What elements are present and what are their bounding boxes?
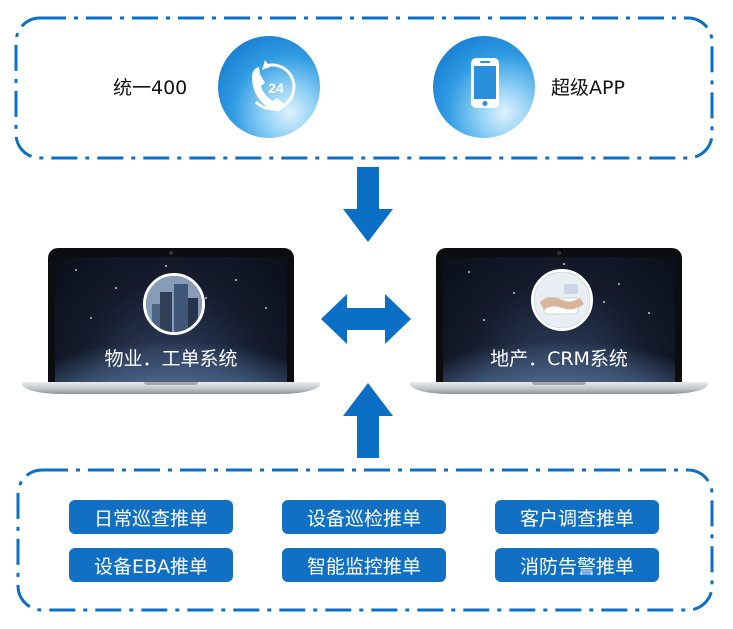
arrow-up-icon: [343, 383, 393, 458]
laptop-crm-system: 地产．CRM系统: [410, 248, 708, 396]
push-item-daily-inspection: 日常巡查推单: [69, 500, 233, 534]
handshake-icon: [531, 269, 593, 331]
crm-system-title: 地产．CRM系统: [490, 348, 628, 370]
push-item-fire-alarm: 消防告警推单: [495, 548, 659, 582]
super-app-label: 超级APP: [551, 77, 625, 99]
smartphone-icon: [433, 36, 535, 138]
push-item-equipment-inspection: 设备巡检推单: [282, 500, 446, 534]
arrow-down-icon: [343, 167, 393, 242]
laptop-property-system: 物业．工单系统: [22, 248, 320, 396]
push-item-customer-survey: 客户调查推单: [495, 500, 659, 534]
phone-24h-icon: 24: [218, 36, 320, 138]
push-item-smart-monitoring: 智能监控推单: [282, 548, 446, 582]
building-icon: [143, 273, 205, 335]
push-item-equipment-eba: 设备EBA推单: [69, 548, 233, 582]
laptop-screen: 物业．工单系统: [55, 257, 287, 384]
unified-400-label: 统一400: [113, 77, 188, 99]
badge-24: 24: [268, 80, 284, 96]
bidirectional-arrow-icon: [321, 294, 411, 344]
laptop-screen: 地产．CRM系统: [443, 257, 675, 384]
property-system-title: 物业．工单系统: [104, 348, 238, 370]
